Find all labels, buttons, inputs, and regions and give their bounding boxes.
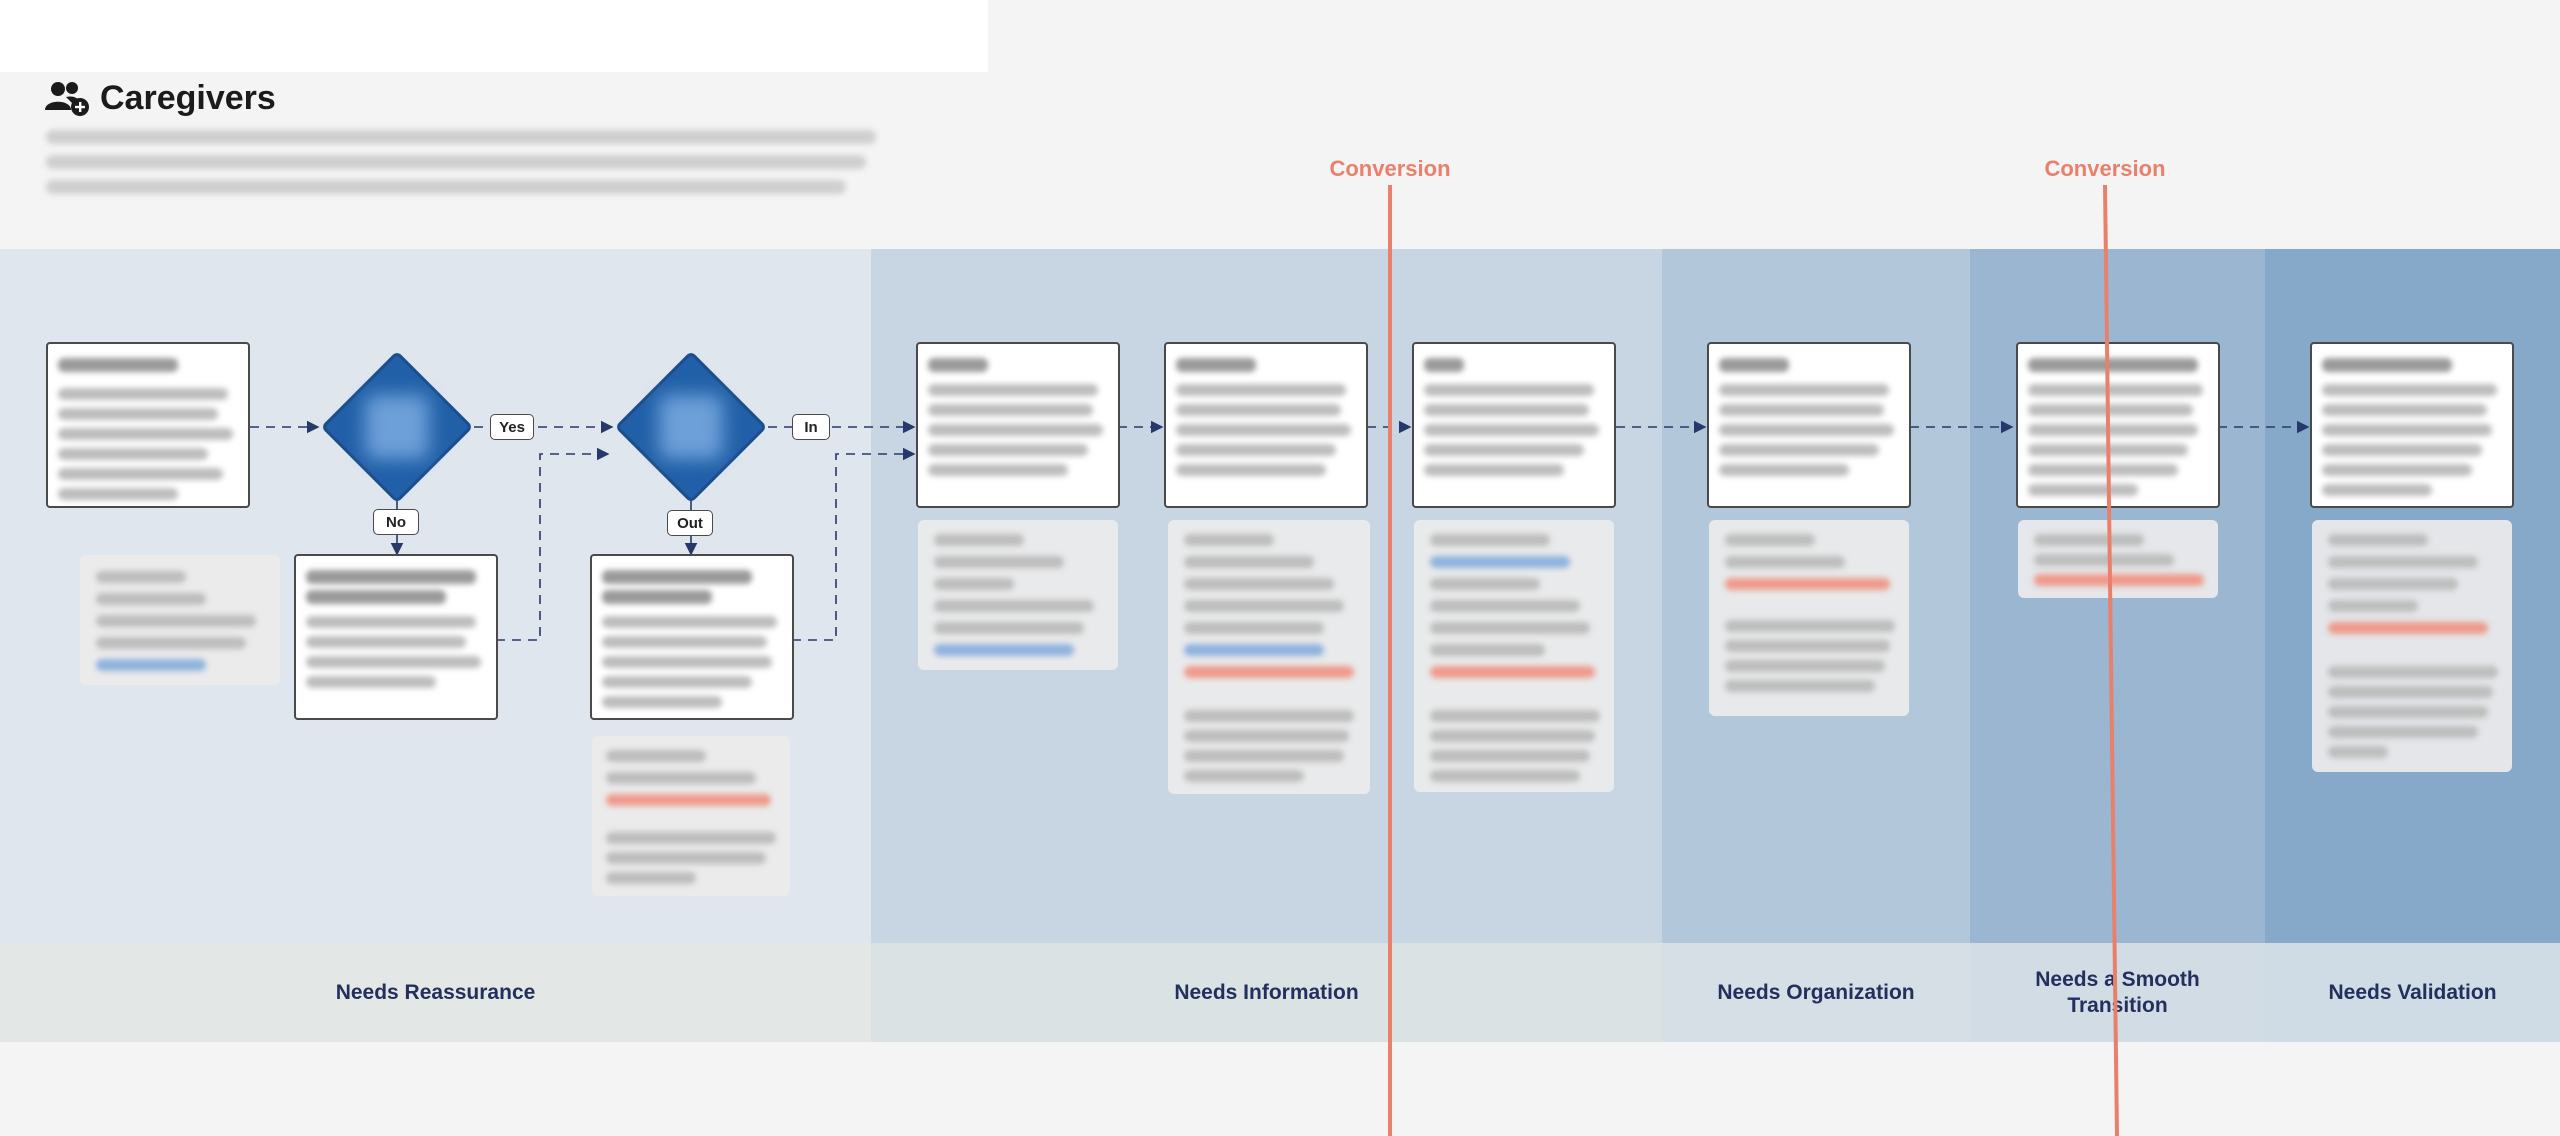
branch-label-no: No [373,509,419,535]
process-card[interactable] [1707,342,1911,508]
decision-node[interactable] [614,350,768,504]
stage-label-organization: Needs Organization [1662,943,1970,1042]
decision-text [365,395,429,459]
top-bar [0,0,988,72]
annotation-note [918,520,1118,670]
annotation-note [1709,520,1909,716]
annotation-note [1414,520,1614,792]
conversion-line [2103,184,2119,1136]
stage-label-reassurance: Needs Reassurance [0,943,871,1042]
annotation-note [2312,520,2512,772]
decision-node[interactable] [320,350,474,504]
annotation-note [2018,520,2218,598]
process-card[interactable] [46,342,250,508]
users-add-icon [45,82,89,116]
process-card[interactable] [1412,342,1616,508]
description-line [46,180,846,194]
process-card[interactable] [916,342,1120,508]
page-title: Caregivers [100,79,276,117]
process-card[interactable] [294,554,498,720]
process-card[interactable] [2310,342,2514,508]
branch-label-yes: Yes [490,414,534,440]
decision-text [659,395,723,459]
stage-label-validation: Needs Validation [2265,943,2560,1042]
conversion-marker-label: Conversion [2044,156,2166,181]
description-line [46,130,876,144]
annotation-note [1168,520,1370,794]
process-card[interactable] [1164,342,1368,508]
conversion-marker-label: Conversion [1329,156,1451,181]
annotation-note [592,736,790,896]
branch-label-in: In [792,414,830,440]
stage-label-information: Needs Information [871,943,1662,1042]
description-line [46,155,866,169]
annotation-note [80,555,280,685]
branch-label-out: Out [667,510,713,536]
process-card[interactable] [590,554,794,720]
process-card[interactable] [2016,342,2220,508]
